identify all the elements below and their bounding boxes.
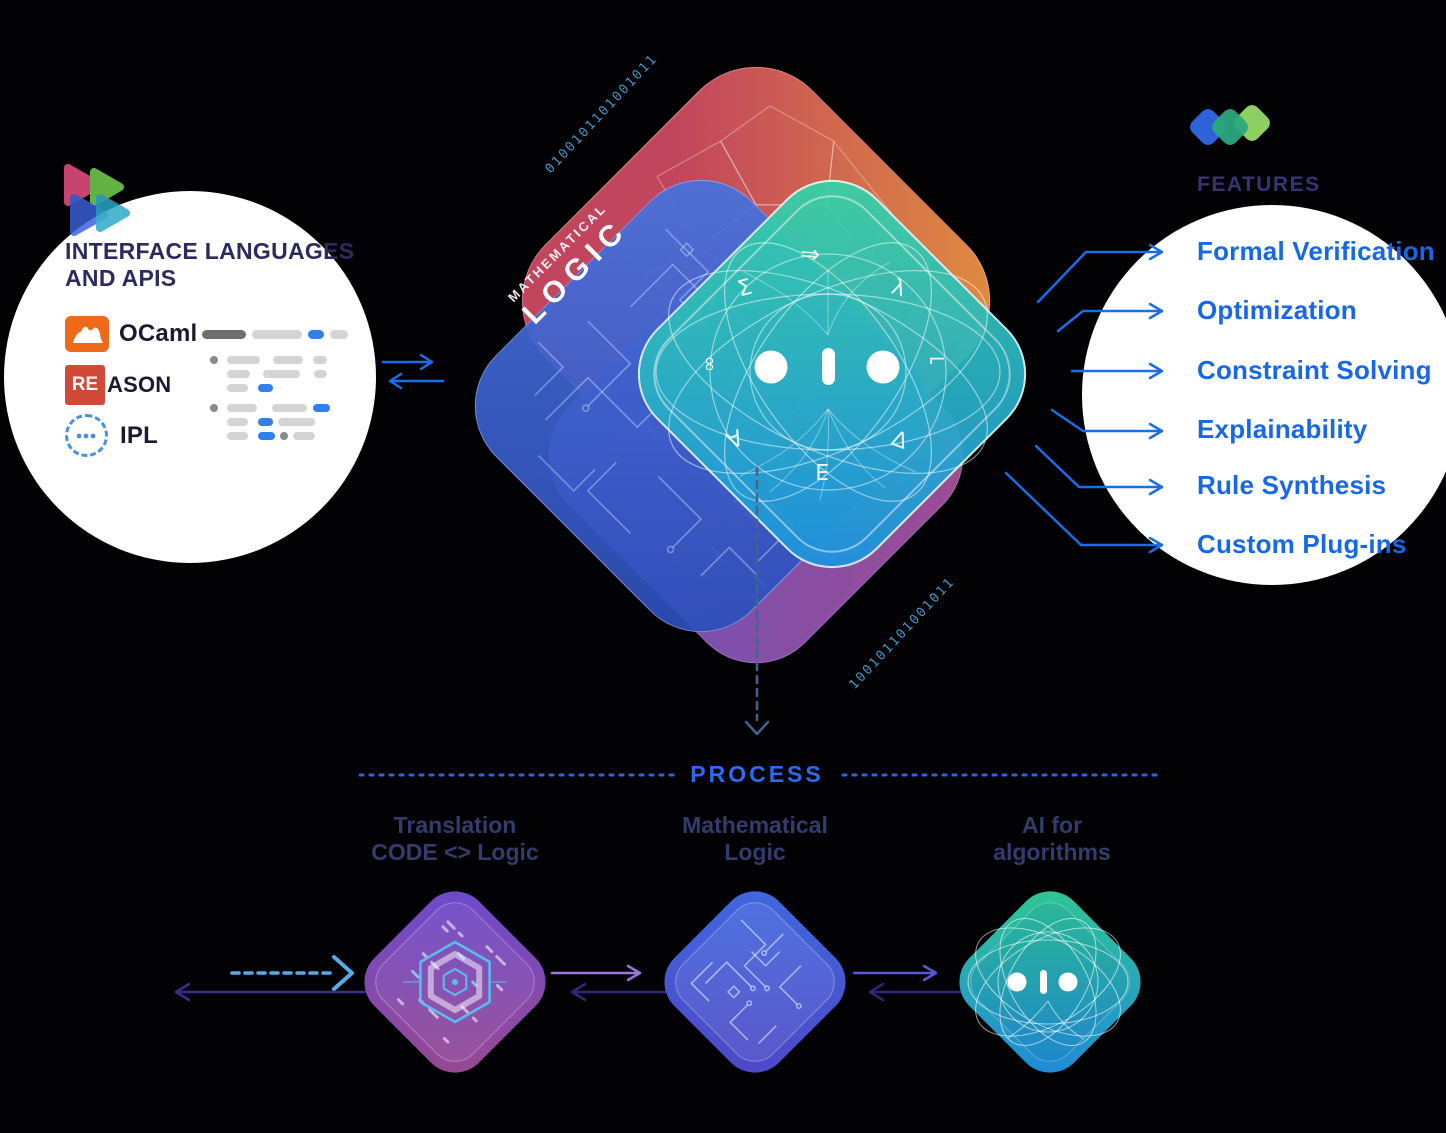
ocaml-label: OCaml <box>119 320 198 347</box>
code-snippet-graphic <box>202 330 348 440</box>
lang-row-ipl: IPL <box>65 414 158 457</box>
connector-constraint-solving <box>1070 362 1164 380</box>
feature-optimization: Optimization <box>1197 295 1357 325</box>
lang-row-ocaml: OCaml <box>65 316 197 352</box>
not-symbol: ⌐ <box>928 348 947 373</box>
feature-custom-plugins: Custom Plug-ins <box>1197 529 1407 559</box>
connector-rule-synthesis <box>1034 444 1164 496</box>
core-icon <box>754 348 900 385</box>
orbital-core-graphic <box>655 242 1001 502</box>
lang-row-reason: RE ASON <box>65 365 171 405</box>
step-label-translation: Translation CODE <> Logic <box>371 812 539 865</box>
reason-label: ASON <box>107 372 172 397</box>
exchange-arrow-right <box>381 353 434 371</box>
features-title: FEATURES <box>1197 173 1321 196</box>
exchange-arrow-left <box>388 372 445 390</box>
process-title: PROCESS <box>690 761 824 787</box>
reason-logo-icon: RE <box>65 365 105 405</box>
feature-explainability: Explainability <box>1197 414 1368 444</box>
arrow-d2-d3 <box>852 964 938 982</box>
connector-explainability <box>1050 408 1164 440</box>
step-label-ai-algorithms: AI for algorithms <box>993 812 1111 865</box>
features-circle <box>1082 205 1446 585</box>
connector-custom-plugins <box>1004 471 1164 554</box>
brand-triangles-logo <box>64 164 130 236</box>
feature-constraint-solving: Constraint Solving <box>1197 355 1432 385</box>
vertical-connector-arrowhead <box>744 720 770 736</box>
process-diamond-logic <box>650 877 860 1087</box>
step-label-mathematical-logic: Mathematical Logic <box>682 812 828 865</box>
connector-optimization <box>1056 302 1164 333</box>
feature-rule-synthesis: Rule Synthesis <box>1197 470 1387 500</box>
hexagon-wireframe-icon <box>403 940 507 1024</box>
arrow-d1-d2 <box>550 964 642 982</box>
ai-orbital-icon <box>967 917 1129 1047</box>
ocaml-logo-icon <box>65 316 109 352</box>
interface-panel-title: INTERFACE LANGUAGES AND APIS <box>65 238 355 291</box>
ipl-logo-icon <box>65 414 108 457</box>
feature-formal-verification: Formal Verification <box>1197 236 1435 266</box>
dashed-input-arrowhead <box>332 955 354 991</box>
connector-formal-verification <box>1036 243 1164 304</box>
arrow-d3-d2 <box>868 982 977 1002</box>
ipl-label: IPL <box>120 421 158 449</box>
features-logo <box>1190 105 1270 145</box>
